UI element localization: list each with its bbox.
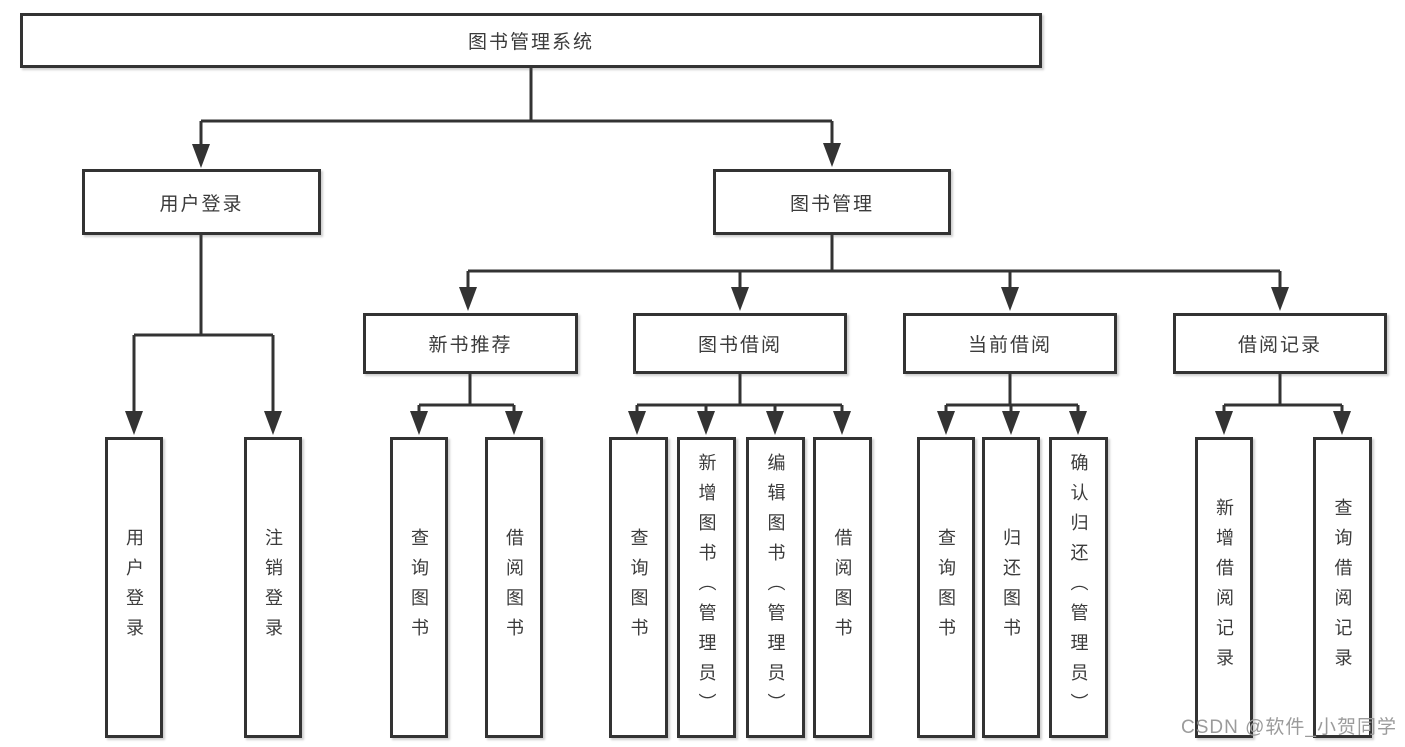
node-label: 图书管理 [789, 193, 874, 215]
leaf-confirm-return-admin: 确认归还（管理员） [1049, 437, 1108, 738]
node-label: 图书管理系统 [467, 32, 594, 53]
node-label: 新增图书（管理员） [696, 452, 717, 723]
leaf-add-borrow-record: 新增借阅记录 [1195, 437, 1253, 738]
node-label: 注销登录 [263, 527, 283, 648]
leaf-query-books-current: 查询图书 [917, 437, 975, 738]
node-label: 当前借阅 [967, 335, 1052, 356]
leaf-add-book-admin: 新增图书（管理员） [677, 437, 736, 738]
node-label: 用户登录 [124, 527, 144, 648]
leaf-borrow-books-borrow: 借阅图书 [813, 437, 872, 738]
node-label: 归还图书 [1001, 527, 1021, 648]
csdn-watermark: CSDN @软件_小贺同学 [1181, 717, 1397, 738]
arrowheads [125, 143, 1351, 435]
leaf-edit-book-admin: 编辑图书（管理员） [746, 437, 805, 738]
leaf-return-book: 归还图书 [982, 437, 1040, 738]
node-label: 查询图书 [409, 527, 429, 648]
node-book-borrow: 图书借阅 [633, 313, 847, 374]
node-label: 借阅图书 [504, 527, 524, 648]
node-label: 新书推荐 [428, 335, 513, 356]
node-book-management: 图书管理 [713, 169, 951, 235]
node-label: 编辑图书（管理员） [765, 452, 786, 723]
node-label: 查询借阅记录 [1332, 497, 1353, 678]
leaf-borrow-books-recommend: 借阅图书 [485, 437, 543, 738]
node-label: 确认归还（管理员） [1068, 452, 1089, 723]
node-label: 查询图书 [936, 527, 956, 648]
leaf-query-borrow-record: 查询借阅记录 [1313, 437, 1372, 738]
node-label: 查询图书 [628, 527, 649, 648]
node-label: 借阅记录 [1237, 335, 1322, 356]
node-label: 新增借阅记录 [1214, 497, 1234, 678]
leaf-user-login: 用户登录 [105, 437, 163, 738]
node-label: 用户登录 [159, 193, 244, 215]
node-borrow-records: 借阅记录 [1173, 313, 1387, 374]
node-user-login: 用户登录 [82, 169, 321, 235]
leaf-query-books-recommend: 查询图书 [390, 437, 448, 738]
node-new-book-recommend: 新书推荐 [363, 313, 578, 374]
leaf-query-books-borrow: 查询图书 [609, 437, 668, 738]
node-library-management-system: 图书管理系统 [20, 13, 1042, 68]
node-label: 图书借阅 [697, 335, 782, 356]
tree-edges [132, 68, 1344, 413]
node-current-borrow: 当前借阅 [903, 313, 1117, 374]
leaf-logout: 注销登录 [244, 437, 302, 738]
node-label: 借阅图书 [832, 527, 853, 648]
